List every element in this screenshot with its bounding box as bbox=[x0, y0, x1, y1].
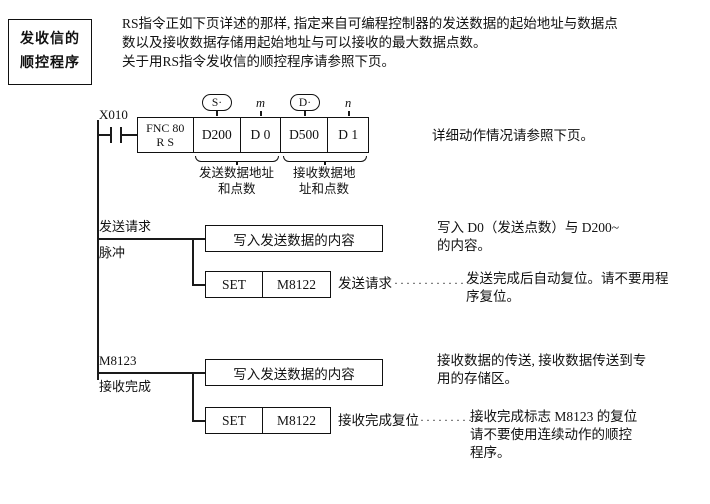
fnc-name-cell: FNC 80 R S bbox=[138, 118, 194, 152]
note-auto-reset-line2: 序复位。 bbox=[466, 289, 520, 304]
tag-source-oval: S· bbox=[202, 94, 232, 111]
tag-tick-2 bbox=[260, 111, 262, 116]
operand-n-cell: D 1 bbox=[338, 127, 359, 142]
send-brace-caption2: 和点数 bbox=[218, 182, 256, 196]
send-request-tail: 发送请求 bbox=[338, 276, 392, 291]
tag-m: m bbox=[256, 96, 266, 110]
note-write-d0-line1: 写入 D0（发送点数）与 D200~ bbox=[437, 220, 620, 235]
note-m8123-reset-line2: 请不要使用连续动作的顺控 bbox=[470, 427, 632, 442]
intro-line3: 关于用RS指令发收信的顺控程序请参照下页。 bbox=[122, 54, 396, 69]
write-send-data-text-1: 写入发送数据的内容 bbox=[233, 232, 355, 248]
recv-brace-caption1: 接收数据地 bbox=[293, 166, 356, 180]
intro-line1: RS指令正如下页详述的那样, 指定来自可编程控制器的发送数据的起始地址与数据点 bbox=[122, 16, 618, 31]
rung2-wire bbox=[98, 238, 205, 240]
m8123-label: M8123 bbox=[99, 353, 137, 368]
write-send-data-box-1: 写入发送数据的内容 bbox=[205, 225, 383, 252]
rung2-drop-wire bbox=[192, 238, 194, 286]
note-m8123-reset-line3: 程序。 bbox=[470, 445, 511, 460]
set-m8122-box-2: SET M8122 bbox=[205, 407, 331, 434]
receive-complete-tail: 接收完成复位 bbox=[338, 413, 419, 428]
contact-bar-left bbox=[110, 127, 112, 143]
rung2-branch-wire bbox=[192, 284, 205, 286]
tag-tick-4 bbox=[348, 111, 350, 116]
pulse-label: 脉冲 bbox=[99, 245, 126, 260]
write-send-data-text-2: 写入发送数据的内容 bbox=[233, 366, 355, 382]
send-dotted-leader: ············· bbox=[394, 276, 472, 290]
contact-bar-right bbox=[120, 127, 122, 143]
fnc-number: FNC 80 bbox=[146, 121, 185, 135]
rung1-wire-a bbox=[98, 134, 110, 136]
operand-s-cell: D200 bbox=[194, 118, 242, 152]
note-auto-reset-line1: 发送完成后自动复位。请不要用程 bbox=[466, 271, 669, 286]
rung1-wire-b bbox=[122, 134, 137, 136]
rung3-drop-wire bbox=[192, 372, 194, 422]
send-request-label: 发送请求 bbox=[99, 219, 152, 234]
operand-m-cell: D 0 bbox=[241, 118, 281, 152]
section-title-line2: 顺控程序 bbox=[20, 56, 80, 71]
receive-complete-label: 接收完成 bbox=[99, 379, 152, 394]
fnc-mnemonic: R S bbox=[156, 135, 175, 149]
tag-tick-3 bbox=[304, 111, 306, 116]
contact-label: X010 bbox=[99, 107, 128, 122]
set-m8122-box-1: SET M8122 bbox=[205, 271, 331, 298]
note-recv-transfer-line1: 接收数据的传送, 接收数据传送到专 bbox=[437, 353, 647, 368]
rung3-wire bbox=[98, 372, 205, 374]
send-underbrace-tick bbox=[236, 161, 238, 165]
set-opcode-1: SET bbox=[206, 272, 264, 297]
set-device-2: M8122 bbox=[277, 412, 317, 428]
section-title-line1: 发收信的 bbox=[20, 32, 80, 47]
section-title-box: 发收信的 顺控程序 bbox=[8, 19, 92, 85]
tag-n: n bbox=[345, 96, 352, 110]
fnc-instruction-block: FNC 80 R S D200 D 0 D500 D 1 bbox=[137, 117, 369, 153]
operand-d-cell: D500 bbox=[281, 118, 329, 152]
tag-dest-oval: D· bbox=[290, 94, 320, 111]
note-m8123-reset-line1: 接收完成标志 M8123 的复位 bbox=[470, 409, 638, 424]
rung3-branch-wire bbox=[192, 420, 205, 422]
recv-underbrace-tick bbox=[324, 161, 326, 165]
ladder-left-rail bbox=[97, 120, 99, 380]
write-send-data-box-2: 写入发送数据的内容 bbox=[205, 359, 383, 386]
tag-tick-1 bbox=[216, 111, 218, 116]
note-write-d0-line2: 的内容。 bbox=[437, 238, 491, 253]
note-recv-transfer-line2: 用的存储区。 bbox=[437, 371, 518, 386]
intro-line2: 数以及接收数据存储用起始地址与可以接收的最大数据点数。 bbox=[122, 35, 487, 50]
note-detail: 详细动作情况请参照下页。 bbox=[432, 128, 594, 143]
send-brace-caption1: 发送数据地址 bbox=[199, 166, 275, 180]
recv-brace-caption2: 址和点数 bbox=[299, 182, 350, 196]
set-device-1: M8122 bbox=[277, 276, 317, 292]
set-opcode-2: SET bbox=[206, 408, 264, 433]
recv-dotted-leader: ··········· bbox=[420, 413, 486, 427]
